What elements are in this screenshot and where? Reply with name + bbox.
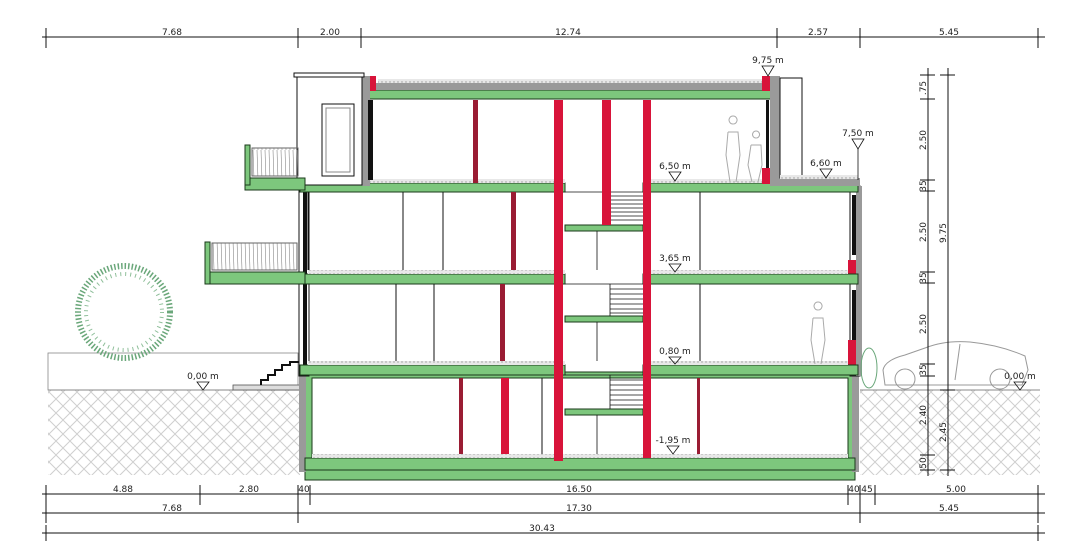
dim-b1-4: 40 <box>848 485 860 495</box>
dim-b2-2: 5.45 <box>939 504 959 514</box>
dim-top-1: 2.00 <box>320 28 340 38</box>
dim-ro-1: 2.45 <box>939 422 949 442</box>
entry-stairs <box>232 361 301 391</box>
level-6-50: 6,50 m <box>659 162 691 172</box>
dim-r-8: 50 <box>919 457 929 469</box>
level-labels: 9,75 m 7,50 m 6,60 m 6,50 m 3,65 m 0,80 … <box>187 56 1036 446</box>
level-7-50: 7,50 m <box>842 129 874 139</box>
dim-r-7: 2.40 <box>919 405 929 425</box>
dim-r-1: 2.50 <box>919 130 929 150</box>
tree-icon <box>75 263 173 361</box>
dim-ro-0: 9.75 <box>939 223 949 243</box>
dim-b1-0: 4.88 <box>113 485 133 495</box>
level-minus-1-95: -1,95 m <box>656 436 691 446</box>
dimension-labels-top: 7.68 2.00 12.74 2.57 5.45 <box>162 28 959 38</box>
dim-r-6: 35 <box>919 364 929 375</box>
level-0-80: 0,80 m <box>659 347 691 357</box>
dim-r-4: 35 <box>919 272 929 283</box>
dim-top-2: 12.74 <box>555 28 581 38</box>
dim-b1-6: 5.00 <box>946 485 966 495</box>
dimension-labels-right: .75 2.50 35 2.50 35 2.50 35 2.40 50 9.75… <box>919 81 949 469</box>
dim-b1-5: 45 <box>861 485 872 495</box>
dim-r-5: 2.50 <box>919 314 929 334</box>
dim-b3-0: 30.43 <box>529 524 555 534</box>
car-icon <box>860 341 1029 390</box>
dim-b2-1: 17.30 <box>566 504 592 514</box>
level-0-00-left: 0,00 m <box>187 372 219 382</box>
level-3-65: 3,65 m <box>659 254 691 264</box>
building <box>204 72 862 471</box>
dim-top-0: 7.68 <box>162 28 182 38</box>
dim-b1-3: 16.50 <box>566 485 592 495</box>
dim-b1-2: 40 <box>298 485 310 495</box>
dim-r-0: .75 <box>919 81 929 95</box>
level-6-60: 6,60 m <box>810 159 842 169</box>
ground <box>47 352 1040 475</box>
level-markers <box>196 65 1027 455</box>
dimension-labels-bottom: 4.88 2.80 40 16.50 40 45 5.00 7.68 17.30… <box>113 485 966 534</box>
person-figures <box>725 115 826 365</box>
dim-b1-1: 2.80 <box>239 485 259 495</box>
dim-r-3: 2.50 <box>919 222 929 242</box>
dimension-lines <box>42 28 1045 541</box>
dim-top-3: 2.57 <box>808 28 828 38</box>
level-9-75: 9,75 m <box>752 56 784 66</box>
dim-top-4: 5.45 <box>939 28 959 38</box>
level-0-00-right: 0,00 m <box>1004 372 1036 382</box>
dim-b2-0: 7.68 <box>162 504 182 514</box>
dim-r-2: 35 <box>919 180 929 191</box>
